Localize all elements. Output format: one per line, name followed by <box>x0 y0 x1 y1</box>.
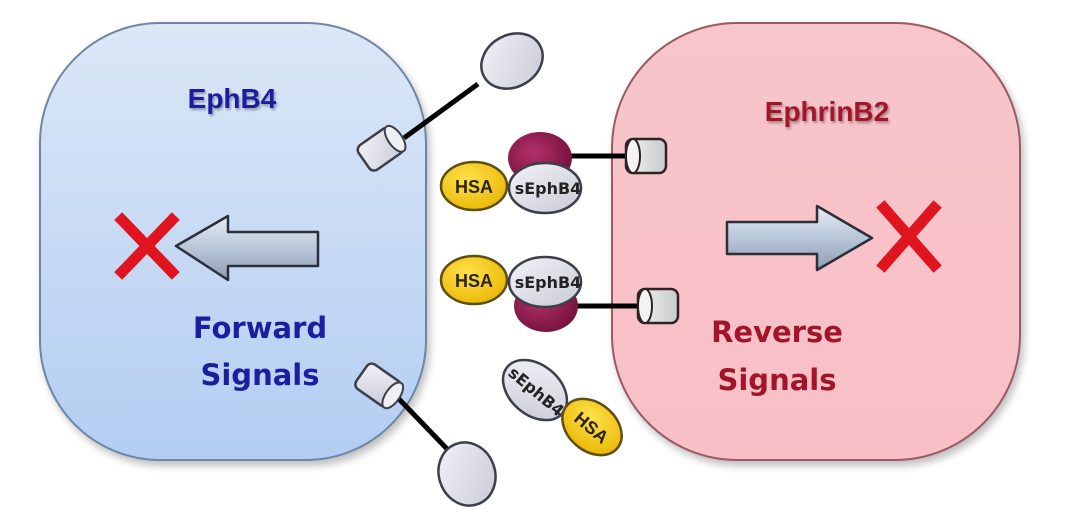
ephrinb2-cell: EphrinB2 Reverse Signals <box>611 22 1021 461</box>
seph-label-1: sEphB4 <box>515 179 582 198</box>
hsa-3 <box>561 397 623 457</box>
ephrinb2-ligand-upper <box>508 132 668 184</box>
reverse-signals-line2: Signals <box>717 363 836 397</box>
seph-label-2: sEphB4 <box>515 273 582 292</box>
forward-signals-line1: Forward <box>193 311 327 345</box>
receptor-head-upper <box>480 32 544 90</box>
reverse-arrow-right-icon <box>725 204 874 272</box>
reverse-signals-line1: Reverse <box>711 315 843 349</box>
hsa-label-2: HSA <box>455 271 493 291</box>
hsa-sephb4-complex-1: HSA sEphB4 <box>439 160 583 215</box>
hsa-sephb4-complex-3: sEphB4 HSA <box>501 358 623 457</box>
reverse-blocked-x-icon <box>876 200 942 273</box>
hsa-2 <box>439 254 509 306</box>
hsa-sephb4-complex-2: HSA sEphB4 <box>439 254 583 309</box>
seph-1 <box>507 161 583 215</box>
ephb4-cell: EphB4 Forward Signals <box>39 22 427 461</box>
forward-arrow-left-icon <box>174 214 320 282</box>
ephb4-receptor-upper <box>356 32 544 172</box>
hsa-label-1: HSA <box>455 177 493 197</box>
ephrinb2-title: EphrinB2 <box>765 96 889 127</box>
seph-2 <box>507 255 583 309</box>
forward-signals-line2: Signals <box>200 358 319 392</box>
hsa-1 <box>439 160 509 212</box>
receptor-head-lower <box>437 441 497 507</box>
ephb4-receptor-lower <box>354 362 497 507</box>
forward-blocked-x-icon <box>114 212 180 280</box>
ephb4-title: EphB4 <box>188 83 277 114</box>
